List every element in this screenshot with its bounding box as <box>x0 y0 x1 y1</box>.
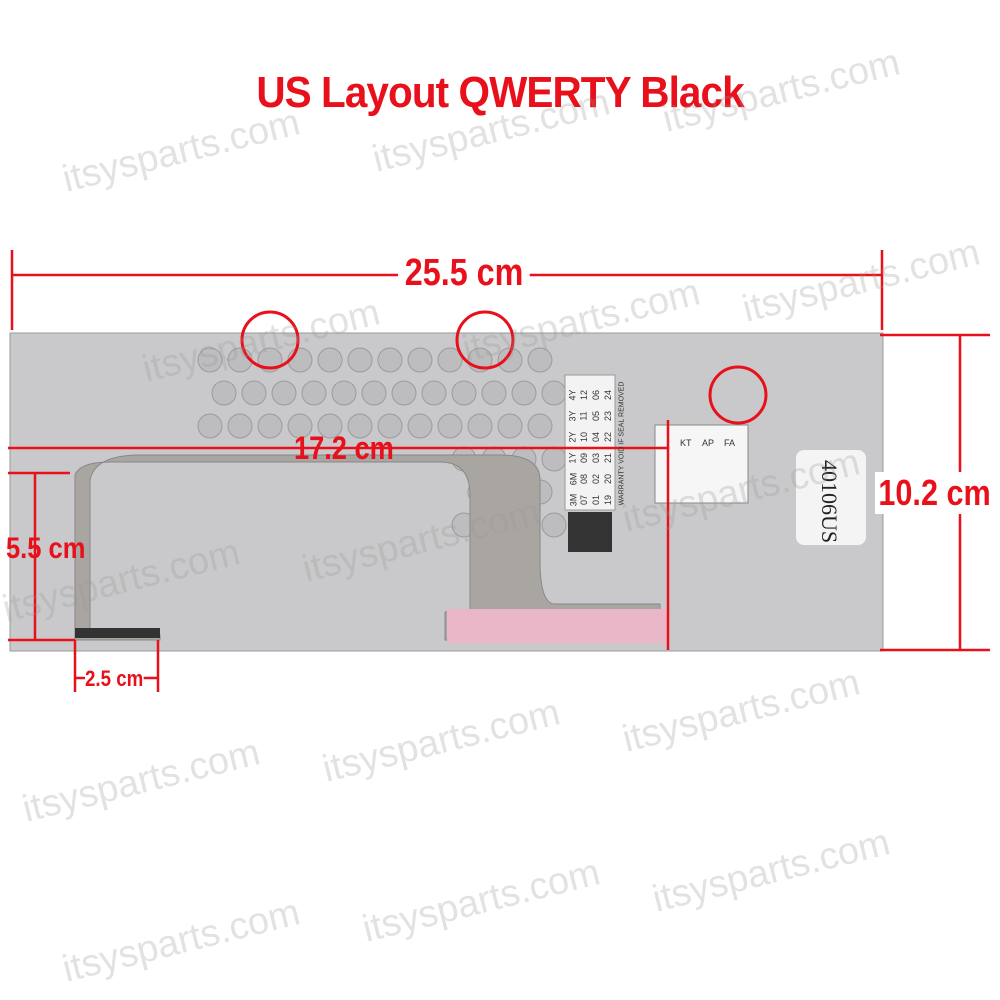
key-hole <box>377 347 403 373</box>
warranty-cell: 09 <box>579 452 590 464</box>
warranty-cell: 03 <box>591 452 602 464</box>
warranty-cell: 3Y <box>567 410 578 422</box>
key-hole <box>197 413 223 439</box>
warranty-cell: 19 <box>603 494 614 506</box>
warranty-cell: 6M <box>568 472 579 486</box>
key-hole <box>467 413 493 439</box>
key-hole <box>227 413 253 439</box>
product-title: US Layout QWERTY Black <box>256 68 744 117</box>
key-hole <box>407 413 433 439</box>
warranty-cell: 05 <box>591 410 602 422</box>
warranty-cell: 2Y <box>567 431 578 443</box>
key-hole <box>421 380 447 406</box>
warranty-cell: 02 <box>591 473 602 485</box>
qc-header-kt: KT <box>680 438 692 448</box>
width-total-label: 25.5 cm <box>398 252 531 295</box>
warranty-cell: 10 <box>579 431 590 443</box>
warranty-cell: 12 <box>579 389 590 401</box>
key-hole <box>541 446 567 472</box>
clip-circle <box>240 310 300 370</box>
key-hole <box>527 347 553 373</box>
key-hole <box>511 380 537 406</box>
key-hole <box>287 413 313 439</box>
key-hole <box>451 380 477 406</box>
key-hole <box>497 413 523 439</box>
key-hole <box>391 380 417 406</box>
warranty-cell: 07 <box>579 494 590 506</box>
warranty-cell: 08 <box>579 473 590 485</box>
key-hole <box>347 413 373 439</box>
key-hole <box>541 380 567 406</box>
key-hole <box>377 413 403 439</box>
warranty-cell: 24 <box>603 389 614 401</box>
part-sticker <box>796 450 866 545</box>
warranty-cell: 21 <box>603 452 614 464</box>
key-hole <box>211 380 237 406</box>
key-hole <box>527 413 553 439</box>
key-hole <box>331 380 357 406</box>
warranty-footer: WARRANTY VOID IF SEAL REMOVED <box>618 381 626 506</box>
connector-width-label: 2.5 cm <box>85 666 144 692</box>
warranty-cell: 23 <box>603 410 614 422</box>
key-hole <box>241 380 267 406</box>
warranty-sticker <box>564 374 616 511</box>
qr-code <box>568 512 612 552</box>
qc-header-ap: AP <box>702 438 715 448</box>
clip-circle <box>455 310 515 370</box>
warranty-cell: 3M <box>568 493 579 507</box>
key-hole <box>437 413 463 439</box>
ribbon-width-label: 17.2 cm <box>294 430 394 466</box>
key-hole <box>361 380 387 406</box>
clip-circle <box>708 365 768 425</box>
warranty-cell: 20 <box>603 473 614 485</box>
key-hole <box>407 347 433 373</box>
warranty-cell: 1Y <box>567 452 578 464</box>
warranty-cell: 04 <box>591 431 602 443</box>
qc-header-fa: FA <box>724 438 736 448</box>
key-hole <box>497 347 523 373</box>
part-number: 40106US <box>817 460 842 543</box>
ribbon-height-label: 5.5 cm <box>6 532 86 565</box>
warranty-cell: 11 <box>578 411 589 421</box>
key-hole <box>317 347 343 373</box>
warranty-cell: 01 <box>591 494 602 506</box>
warranty-cell: 22 <box>603 431 614 443</box>
pink-tape <box>447 609 667 643</box>
ribbon-cable <box>74 454 661 641</box>
key-hole <box>481 380 507 406</box>
key-hole <box>271 380 297 406</box>
qc-sticker <box>654 424 749 504</box>
height-total-label: 10.2 cm <box>875 472 995 514</box>
key-hole <box>257 413 283 439</box>
warranty-cell: 4Y <box>567 389 578 401</box>
key-hole <box>347 347 373 373</box>
key-hole <box>197 347 223 373</box>
highlight-circles <box>240 310 768 425</box>
key-hole <box>317 413 343 439</box>
key-hole <box>301 380 327 406</box>
key-hole <box>541 512 567 538</box>
connector <box>75 628 160 638</box>
warranty-cell: 06 <box>591 389 602 401</box>
key-hole <box>437 347 463 373</box>
